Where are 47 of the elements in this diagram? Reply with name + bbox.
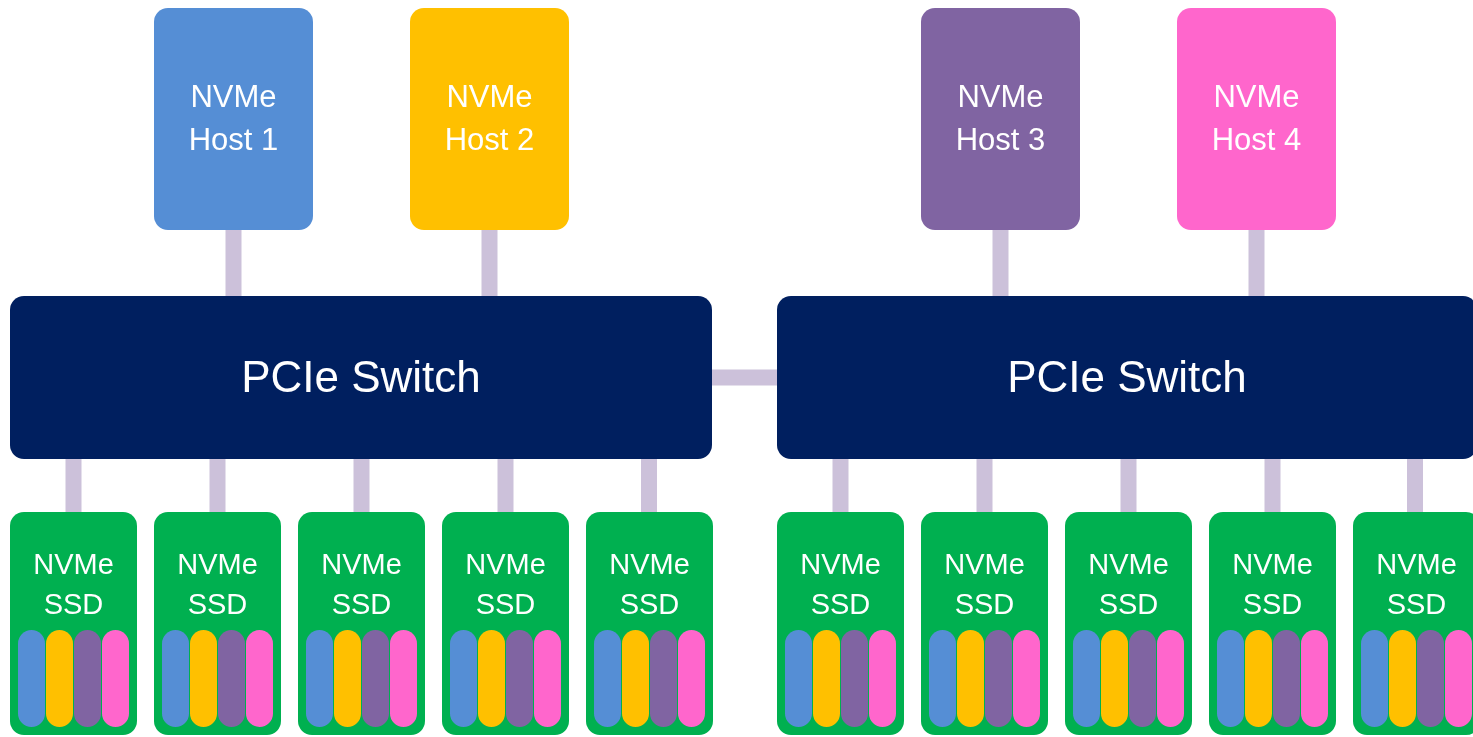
ssd-box xyxy=(154,512,281,735)
node-label: NVMe SSD xyxy=(608,547,691,622)
node-label: NVMe SSD xyxy=(943,547,1026,622)
connector-line xyxy=(1264,459,1281,512)
connector-line xyxy=(641,459,657,512)
connector-line xyxy=(353,459,370,512)
node-label: NVMe SSD xyxy=(1231,547,1314,622)
connector-line xyxy=(497,459,514,512)
connector-line xyxy=(1248,230,1265,296)
host-box xyxy=(154,8,313,230)
connector-line xyxy=(481,230,498,296)
ssd-box xyxy=(298,512,425,735)
connector-line xyxy=(1120,459,1137,512)
connector-line xyxy=(832,459,849,512)
ssd-box xyxy=(10,512,137,735)
host-box xyxy=(1177,8,1336,230)
node-label: NVMe SSD xyxy=(464,547,547,622)
ssd-box xyxy=(586,512,713,735)
connector-line xyxy=(65,459,82,512)
node-label: NVMe SSD xyxy=(176,547,259,622)
node-label: NVMe Host 1 xyxy=(187,78,280,159)
node-label: NVMe Host 4 xyxy=(1210,78,1303,159)
connector-line xyxy=(1407,459,1423,512)
node-label: NVMe Host 2 xyxy=(443,78,536,159)
connector-line xyxy=(976,459,993,512)
switch-box xyxy=(10,296,712,459)
node-label: PCIe Switch xyxy=(241,351,481,404)
ssd-box xyxy=(1209,512,1336,735)
ssd-box xyxy=(442,512,569,735)
node-label: NVMe SSD xyxy=(799,547,882,622)
host-box xyxy=(921,8,1080,230)
switch-box xyxy=(777,296,1473,459)
node-label: NVMe SSD xyxy=(32,547,115,622)
ssd-box xyxy=(777,512,904,735)
connector-line xyxy=(225,230,242,296)
node-label: NVMe SSD xyxy=(320,547,403,622)
ssd-box xyxy=(1353,512,1473,735)
node-label: NVMe Host 3 xyxy=(954,78,1047,159)
node-label: NVMe SSD xyxy=(1087,547,1170,622)
connector-line xyxy=(712,369,777,386)
ssd-box xyxy=(921,512,1048,735)
node-label: PCIe Switch xyxy=(1007,351,1247,404)
connector-line xyxy=(209,459,226,512)
node-label: NVMe SSD xyxy=(1375,547,1458,622)
host-box xyxy=(410,8,569,230)
ssd-box xyxy=(1065,512,1192,735)
connector-line xyxy=(992,230,1009,296)
